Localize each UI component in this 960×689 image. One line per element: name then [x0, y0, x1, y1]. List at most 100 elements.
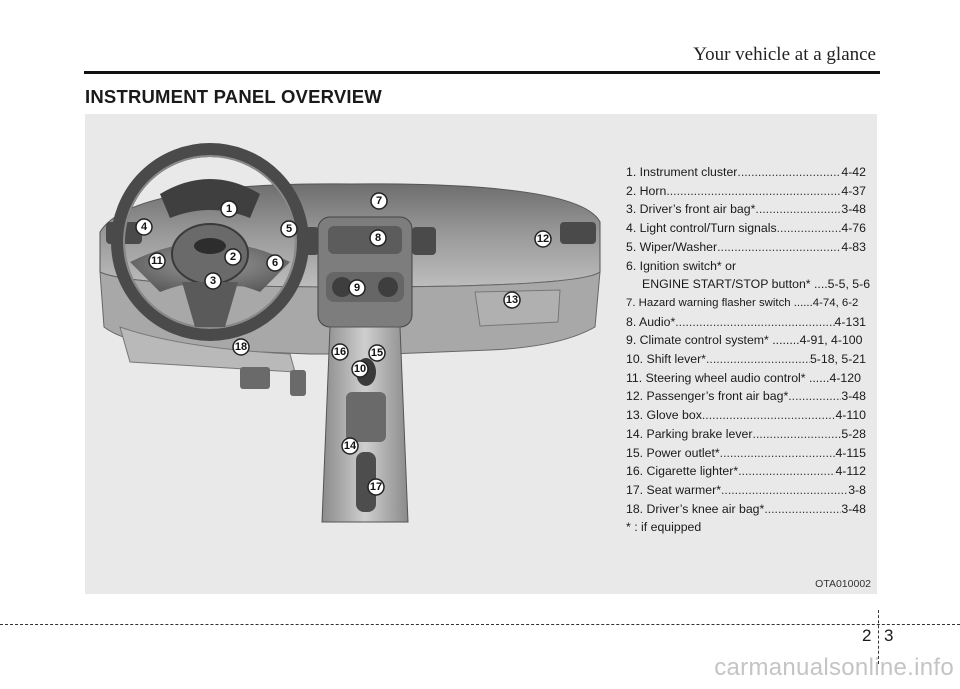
- leader-dots: [720, 444, 836, 463]
- svg-text:18: 18: [235, 341, 247, 353]
- legend-page: 4-83: [841, 239, 866, 254]
- pedal-left: [240, 367, 270, 389]
- callout-11: 11: [148, 252, 166, 270]
- legend-label: 15. Power outlet*: [626, 445, 720, 460]
- leader-dots: [721, 481, 848, 500]
- legend-item: 14. Parking brake lever 5-28: [626, 425, 866, 444]
- legend-page: 4-120: [829, 370, 861, 385]
- legend-page: 3-48: [841, 202, 866, 217]
- pedal-right: [290, 370, 306, 396]
- callout-9: 9: [348, 279, 366, 297]
- callout-8: 8: [369, 229, 387, 247]
- legend-page: 4-115: [835, 445, 866, 460]
- svg-text:8: 8: [375, 232, 381, 244]
- legend-page: 4-42: [841, 165, 866, 179]
- legend-page: 3-48: [841, 389, 866, 404]
- component-legend: 1. Instrument cluster 4-42 2. Horn 4-37 3…: [626, 163, 870, 537]
- section-title: INSTRUMENT PANEL OVERVIEW: [85, 86, 382, 107]
- legend-page: 3-8: [848, 482, 866, 497]
- callout-4: 4: [135, 218, 153, 236]
- callout-15: 15: [368, 344, 386, 362]
- legend-item: 11. Steering wheel audio control* ......…: [626, 369, 866, 388]
- legend-label: 12. Passenger’s front air bag*: [626, 389, 789, 404]
- legend-label: 2. Horn: [626, 183, 667, 198]
- legend-item: 2. Horn 4-37: [626, 182, 866, 201]
- leader-dots: [777, 219, 842, 238]
- instrument-panel-illustration: [99, 143, 601, 523]
- svg-text:15: 15: [371, 347, 383, 359]
- callout-1: 1: [220, 200, 238, 218]
- right-vent: [560, 222, 596, 244]
- svg-text:14: 14: [344, 440, 357, 452]
- svg-text:17: 17: [370, 481, 382, 493]
- chapter-number: 2: [862, 626, 872, 645]
- legend-item: 10. Shift lever* 5-18, 5-21: [626, 350, 866, 369]
- legend-page: 3-48: [841, 501, 866, 516]
- legend-item: 16. Cigarette lighter* 4-112: [626, 462, 866, 481]
- leader-dots: [706, 350, 810, 369]
- svg-text:16: 16: [334, 346, 346, 358]
- watermark: carmanualsonline.info: [714, 654, 954, 681]
- legend-item: 17. Seat warmer* 3-8: [626, 481, 866, 500]
- legend-item: 8. Audio* 4-131: [626, 313, 866, 332]
- legend-label: 11. Steering wheel audio control* ......: [626, 370, 830, 385]
- leader-dots: [788, 387, 841, 406]
- svg-text:12: 12: [537, 233, 549, 245]
- legend-item: 12. Passenger’s front air bag* 3-48: [626, 387, 866, 406]
- callout-2: 2: [224, 248, 242, 266]
- leader-dots: [764, 500, 841, 519]
- legend-item: 5. Wiper/Washer 4-83: [626, 238, 866, 257]
- callout-18: 18: [232, 338, 250, 356]
- legend-item: 13. Glove box 4-110: [626, 406, 866, 425]
- legend-label: 3. Driver’s front air bag*: [626, 202, 756, 217]
- legend-page: 4-131: [834, 314, 866, 329]
- svg-text:7: 7: [376, 195, 382, 207]
- legend-item: 15. Power outlet* 4-115: [626, 444, 866, 463]
- legend-label: 17. Seat warmer*: [626, 482, 722, 497]
- legend-page: 4-112: [835, 464, 866, 479]
- svg-text:4: 4: [141, 221, 148, 233]
- legend-label: 7. Hazard warning flasher switch ......: [626, 296, 813, 309]
- svg-text:6: 6: [272, 257, 278, 269]
- legend-page: 4-110: [835, 408, 866, 423]
- shifter-base: [346, 392, 386, 442]
- glove-box: [474, 289, 561, 327]
- legend-page: 4-74, 6-2: [812, 296, 859, 309]
- svg-text:13: 13: [506, 294, 518, 306]
- legend-label: 14. Parking brake lever: [626, 426, 753, 441]
- equipped-note: * : if equipped: [626, 520, 702, 535]
- callout-12: 12: [534, 230, 552, 248]
- header-rule: [84, 71, 880, 74]
- callout-17: 17: [367, 478, 385, 496]
- legend-page: 5-28: [841, 426, 866, 441]
- legend-label: 18. Driver’s knee air bag*: [626, 501, 765, 516]
- legend-page: 5-5, 5-6: [827, 277, 871, 292]
- legend-item-continued: ENGINE START/STOP button* ....5-5, 5-6: [626, 275, 870, 294]
- legend-label: 9. Climate control system* ........: [626, 333, 800, 348]
- svg-text:5: 5: [286, 223, 292, 235]
- running-header: Your vehicle at a glance: [693, 44, 876, 65]
- callout-3: 3: [204, 272, 222, 290]
- leader-dots: [717, 238, 841, 257]
- leader-dots: [755, 200, 841, 219]
- legend-item: 3. Driver’s front air bag* 3-48: [626, 200, 866, 219]
- leader-dots: [666, 182, 841, 201]
- legend-label: 1. Instrument cluster: [626, 165, 738, 179]
- parking-brake: [356, 452, 376, 512]
- svg-text:1: 1: [226, 203, 232, 215]
- legend-label: 16. Cigarette lighter*: [626, 464, 739, 479]
- page-number: 3: [884, 626, 894, 645]
- legend-item: 7. Hazard warning flasher switch ......4…: [626, 294, 866, 313]
- legend-item: 4. Light control/Turn signals 4-76: [626, 219, 866, 238]
- legend-page: 4-76: [841, 221, 866, 236]
- legend-label: 4. Light control/Turn signals: [626, 221, 777, 236]
- callout-5: 5: [280, 220, 298, 238]
- center-vent-right: [412, 227, 436, 255]
- callout-14: 14: [341, 437, 359, 455]
- footer-rule: [0, 624, 960, 625]
- svg-text:3: 3: [210, 275, 216, 287]
- callout-16: 16: [331, 343, 349, 361]
- callout-6: 6: [266, 254, 284, 272]
- legend-label: 10. Shift lever*: [626, 352, 706, 367]
- legend-label: 6. Ignition switch* or: [626, 258, 737, 273]
